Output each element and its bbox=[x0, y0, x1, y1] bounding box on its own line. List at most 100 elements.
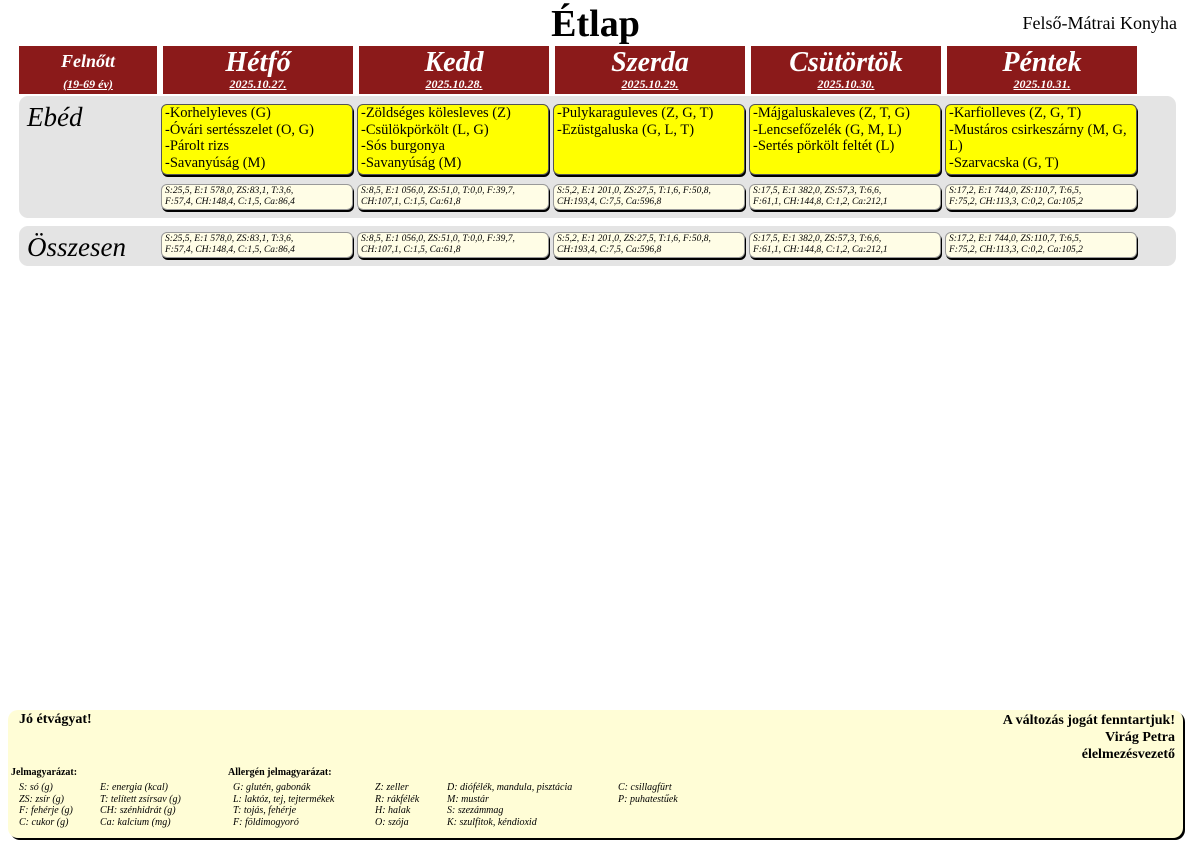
day-header-tuesday: Kedd 2025.10.28. bbox=[359, 46, 549, 94]
lunch-nutrition-friday: S:17,2, E:1 744,0, ZS:110,7, T:6,5, F:75… bbox=[945, 184, 1137, 210]
menu-item: -Savanyúság (M) bbox=[361, 154, 462, 171]
total-row-label: Összesen bbox=[27, 232, 126, 262]
menu-item: -Zöldséges kölesleves (Z) bbox=[361, 105, 511, 121]
legend-item: Ca: kalcium (mg) bbox=[100, 816, 171, 828]
allergen-item: P: puhatestűek bbox=[618, 793, 678, 805]
allergen-item: H: halak bbox=[375, 805, 411, 816]
legend-item: T: telített zsírsav (g) bbox=[100, 793, 181, 805]
menu-item: -Párolt rizs bbox=[165, 138, 230, 154]
day-name: Szerda bbox=[611, 47, 689, 78]
signature-block: A változás jogát fenntartjuk! Virág Petr… bbox=[1003, 712, 1175, 763]
menu-item: -Sós burgonya bbox=[361, 138, 445, 154]
legend-item: C: cukor (g) bbox=[19, 816, 69, 828]
lunch-menu-wednesday: -Pulykaraguleves (Z, G, T) -Ezüstgaluska… bbox=[553, 104, 745, 175]
group-header: Felnőtt (19-69 év) bbox=[19, 46, 157, 94]
allergen-item: C: csillagfürt bbox=[618, 782, 672, 793]
nutrition-line: S:17,2, E:1 744,0, ZS:110,7, T:6,5, bbox=[949, 234, 1082, 244]
nutrition-line: F:57,4, CH:148,4, C:1,5, Ca:86,4 bbox=[165, 245, 295, 255]
page-title: Étlap bbox=[551, 3, 640, 45]
signer-name: Virág Petra bbox=[1105, 730, 1175, 745]
allergen-item: S: szezámmag bbox=[447, 805, 504, 816]
day-date: 2025.10.28. bbox=[425, 77, 483, 91]
menu-item: -Pulykaraguleves (Z, G, T) bbox=[557, 105, 714, 121]
allergen-item: D: diófélék, mandula, pisztácia bbox=[447, 782, 573, 793]
day-name: Péntek bbox=[1002, 47, 1082, 78]
nutrition-line: F:75,2, CH:113,3, C:0,2, Ca:105,2 bbox=[949, 245, 1083, 255]
group-label: Felnőtt bbox=[60, 51, 115, 71]
day-date: 2025.10.31. bbox=[1013, 77, 1071, 91]
allergen-column: D: diófélék, mandula, pisztácia M: mustá… bbox=[447, 782, 572, 828]
lunch-menu-friday: -Karfiolleves (Z, G, T) -Mustáros csirke… bbox=[945, 104, 1137, 175]
lunch-row-label: Ebéd bbox=[27, 102, 83, 132]
total-nutrition-monday: S:25,5, E:1 578,0, ZS:83,1, T:3,6, F:57,… bbox=[161, 232, 353, 258]
nutrition-line: S:25,5, E:1 578,0, ZS:83,1, T:3,6, bbox=[165, 234, 294, 244]
allergen-item: Z: zeller bbox=[375, 782, 409, 793]
nutrition-line: CH:107,1, C:1,5, Ca:61,8 bbox=[361, 197, 461, 207]
lunch-menu-monday: -Korhelyleves (G) -Óvári sertésszelet (O… bbox=[161, 104, 353, 175]
allergen-item: O: szója bbox=[375, 816, 409, 828]
organization-name: Felső-Mátrai Konyha bbox=[1022, 13, 1177, 33]
allergen-item: G: glutén, gabonák bbox=[233, 782, 311, 793]
nutrition-line: S:8,5, E:1 056,0, ZS:51,0, T:0,0, F:39,7… bbox=[361, 186, 515, 196]
allergen-column: G: glutén, gabonák L: laktóz, tej, tejte… bbox=[233, 782, 334, 828]
menu-item: -Karfiolleves (Z, G, T) bbox=[949, 105, 1082, 121]
legend-title: Jelmagyarázat: bbox=[11, 767, 78, 778]
lunch-nutrition-wednesday: S:5,2, E:1 201,0, ZS:27,5, T:1,6, F:50,8… bbox=[553, 184, 745, 210]
day-header-wednesday: Szerda 2025.10.29. bbox=[555, 46, 745, 94]
allergen-item: K: szulfitok, kéndioxid bbox=[447, 816, 537, 828]
signer-role: élelmezésvezető bbox=[1081, 747, 1175, 762]
legend-item: S: só (g) bbox=[19, 782, 53, 793]
menu-item: -Ezüstgaluska (G, L, T) bbox=[557, 121, 695, 138]
nutrition-line: F:57,4, CH:148,4, C:1,5, Ca:86,4 bbox=[165, 197, 295, 207]
lunch-menu-tuesday: -Zöldséges kölesleves (Z) -Csülökpörkölt… bbox=[357, 104, 549, 175]
menu-item: -Savanyúság (M) bbox=[165, 154, 266, 171]
menu-item: -Mustáros csirkeszárny (M, G, L) bbox=[949, 121, 1127, 155]
allergen-item: L: laktóz, tej, tejtermékek bbox=[233, 793, 335, 805]
change-notice: A változás jogát fenntartjuk! bbox=[1002, 713, 1175, 728]
menu-item: -Csülökpörkölt (L, G) bbox=[361, 121, 489, 138]
nutrition-line: S:5,2, E:1 201,0, ZS:27,5, T:1,6, F:50,8… bbox=[557, 186, 711, 196]
menu-item: -Sertés pörkölt feltét (L) bbox=[753, 138, 895, 154]
day-header-thursday: Csütörtök 2025.10.30. bbox=[751, 46, 941, 94]
lunch-menu-thursday: -Májgaluskaleves (Z, T, G) -Lencsefőzelé… bbox=[749, 104, 941, 175]
lunch-nutrition-tuesday: S:8,5, E:1 056,0, ZS:51,0, T:0,0, F:39,7… bbox=[357, 184, 549, 210]
menu-item: -Szarvacska (G, T) bbox=[949, 154, 1059, 171]
allergen-item: R: rákfélék bbox=[375, 793, 420, 805]
nutrition-line: S:8,5, E:1 056,0, ZS:51,0, T:0,0, F:39,7… bbox=[361, 234, 515, 244]
nutrition-line: S:17,5, E:1 382,0, ZS:57,3, T:6,6, bbox=[753, 234, 882, 244]
age-range: (19-69 év) bbox=[63, 77, 113, 91]
day-date: 2025.10.27. bbox=[229, 77, 287, 91]
menu-item: -Korhelyleves (G) bbox=[165, 105, 271, 121]
total-nutrition-wednesday: S:5,2, E:1 201,0, ZS:27,5, T:1,6, F:50,8… bbox=[553, 232, 745, 258]
total-nutrition-friday: S:17,2, E:1 744,0, ZS:110,7, T:6,5, F:75… bbox=[945, 232, 1137, 258]
day-date: 2025.10.29. bbox=[621, 77, 679, 91]
lunch-nutrition-monday: S:25,5, E:1 578,0, ZS:83,1, T:3,6, F:57,… bbox=[161, 184, 353, 210]
allergen-item: M: mustár bbox=[447, 793, 489, 805]
legend-column: S: só (g) ZS: zsír (g) F: fehérje (g) C:… bbox=[19, 782, 73, 828]
greeting: Jó étvágyat! bbox=[19, 712, 92, 727]
nutrition-line: S:17,5, E:1 382,0, ZS:57,3, T:6,6, bbox=[753, 186, 882, 196]
legend-column: E: energia (kcal) T: telített zsírsav (g… bbox=[100, 782, 181, 828]
menu-item: -Lencsefőzelék (G, M, L) bbox=[753, 121, 902, 138]
allergen-column: C: csillagfürt P: puhatestűek bbox=[618, 782, 678, 805]
legend-item: CH: szénhidrát (g) bbox=[100, 805, 176, 816]
allergen-item: F: földimogyoró bbox=[233, 816, 299, 828]
nutrition-line: CH:193,4, C:7,5, Ca:596,8 bbox=[557, 245, 662, 255]
day-date: 2025.10.30. bbox=[817, 77, 875, 91]
menu-item: -Óvári sertésszelet (O, G) bbox=[165, 121, 314, 138]
legend-item: F: fehérje (g) bbox=[19, 805, 73, 816]
nutrition-line: CH:107,1, C:1,5, Ca:61,8 bbox=[361, 245, 461, 255]
nutrition-line: F:75,2, CH:113,3, C:0,2, Ca:105,2 bbox=[949, 197, 1083, 207]
nutrition-line: CH:193,4, C:7,5, Ca:596,8 bbox=[557, 197, 662, 207]
legend-item: E: energia (kcal) bbox=[100, 782, 168, 793]
lunch-nutrition-thursday: S:17,5, E:1 382,0, ZS:57,3, T:6,6, F:61,… bbox=[749, 184, 941, 210]
total-nutrition-tuesday: S:8,5, E:1 056,0, ZS:51,0, T:0,0, F:39,7… bbox=[357, 232, 549, 258]
total-nutrition-thursday: S:17,5, E:1 382,0, ZS:57,3, T:6,6, F:61,… bbox=[749, 232, 941, 258]
allergen-column: Z: zeller R: rákfélék H: halak O: szója bbox=[375, 782, 419, 828]
menu-item: -Májgaluskaleves (Z, T, G) bbox=[753, 105, 910, 121]
day-name: Csütörtök bbox=[789, 47, 903, 78]
nutrition-line: S:25,5, E:1 578,0, ZS:83,1, T:3,6, bbox=[165, 186, 294, 196]
nutrition-line: S:5,2, E:1 201,0, ZS:27,5, T:1,6, F:50,8… bbox=[557, 234, 711, 244]
nutrition-line: F:61,1, CH:144,8, C:1,2, Ca:212,1 bbox=[753, 245, 888, 255]
legend-item: ZS: zsír (g) bbox=[19, 793, 65, 805]
